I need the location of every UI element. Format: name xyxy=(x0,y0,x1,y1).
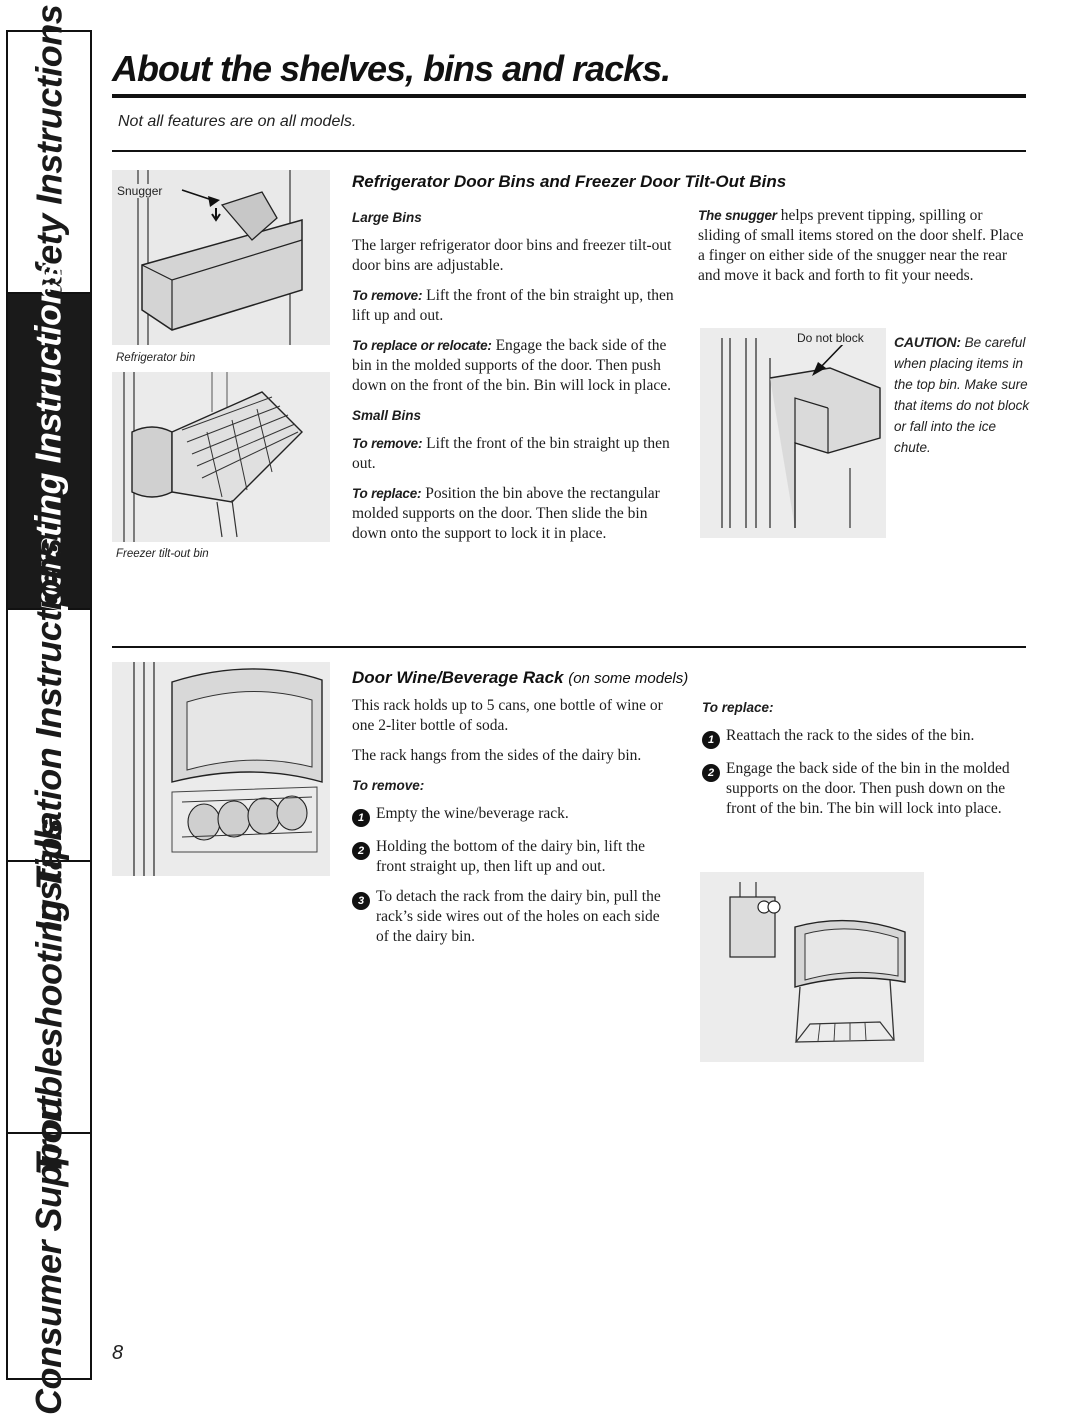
heading-note: (on some models) xyxy=(568,670,689,687)
freezer-tilt-out-bin-illustration xyxy=(112,372,330,542)
refrigerator-bin-illustration xyxy=(112,170,330,345)
large-bins-heading: Large Bins xyxy=(352,210,422,225)
step-number-badge: 1 xyxy=(702,731,720,749)
wine-rack-replace-column: To replace: 1 Reattach the rack to the s… xyxy=(702,698,1022,829)
caution-note: CAUTION: Be careful when placing items i… xyxy=(894,332,1034,458)
page-number: 8 xyxy=(112,1342,124,1364)
to-replace-heading: To replace: xyxy=(702,700,774,715)
section-heading-wine-rack: Door Wine/Beverage Rack (on some models) xyxy=(352,668,688,688)
instruction-text: Position the bin above the rectangular m… xyxy=(352,485,660,542)
door-bins-text-column: Large Bins The larger refrigerator door … xyxy=(352,208,674,554)
lead-label: To replace or relocate: xyxy=(352,338,492,353)
small-bins-remove-instruction: To remove: Lift the front of the bin str… xyxy=(352,434,674,474)
step-number-badge: 2 xyxy=(702,764,720,782)
lead-label: To remove: xyxy=(352,436,423,451)
title-divider xyxy=(112,94,1026,98)
tab-label: Consumer Support xyxy=(28,1096,70,1415)
remove-step: 2 Holding the bottom of the dairy bin, l… xyxy=(352,837,676,877)
wine-rack-remove-column: This rack holds up to 5 cans, one bottle… xyxy=(352,696,676,957)
section-divider xyxy=(112,646,1026,648)
ice-chute-illustration xyxy=(700,328,886,538)
caution-text: Be careful when placing items in the top… xyxy=(894,335,1030,455)
do-not-block-callout-label: Do not block xyxy=(797,331,864,345)
tab-operating-instructions[interactable]: Operating Instructions xyxy=(8,263,90,639)
step-number-badge: 3 xyxy=(352,892,370,910)
snugger-description: The snugger helps prevent tipping, spill… xyxy=(698,206,1024,286)
remove-step: 3 To detach the rack from the dairy bin,… xyxy=(352,887,676,947)
wine-rack-intro-1: This rack holds up to 5 cans, one bottle… xyxy=(352,697,663,734)
description-text: helps prevent tipping, spilling or slidi… xyxy=(698,207,1024,284)
wine-rack-illustration xyxy=(112,662,330,876)
page-subtitle: Not all features are on all models. xyxy=(118,113,357,130)
step-text: Engage the back side of the bin in the m… xyxy=(726,760,1010,817)
step-number-badge: 1 xyxy=(352,809,370,827)
small-bins-replace-instruction: To replace: Position the bin above the r… xyxy=(352,484,674,544)
step-text: Holding the bottom of the dairy bin, lif… xyxy=(376,838,646,875)
step-number-badge: 2 xyxy=(352,842,370,860)
lead-label: To remove: xyxy=(352,288,423,303)
replace-step: 2 Engage the back side of the bin in the… xyxy=(702,759,1022,819)
to-remove-heading: To remove: xyxy=(352,778,425,793)
side-navigation-tabs: Safety Instructions Operating Instructio… xyxy=(6,5,92,1415)
step-text: Empty the wine/beverage rack. xyxy=(376,805,569,822)
tab-troubleshooting-tips[interactable]: Troubleshooting Tips xyxy=(8,819,90,1175)
step-text: Reattach the rack to the sides of the bi… xyxy=(726,727,975,744)
section-divider xyxy=(112,150,1026,152)
lead-label: To replace: xyxy=(352,486,422,501)
section-heading-door-bins: Refrigerator Door Bins and Freezer Door … xyxy=(352,172,787,191)
step-text: To detach the rack from the dairy bin, p… xyxy=(376,888,661,945)
caption-freezer-bin: Freezer tilt-out bin xyxy=(116,548,209,560)
page-title: About the shelves, bins and racks. xyxy=(112,48,671,89)
large-bins-remove-instruction: To remove: Lift the front of the bin str… xyxy=(352,286,674,326)
replace-step: 1 Reattach the rack to the sides of the … xyxy=(702,726,1022,749)
heading-text: Door Wine/Beverage Rack xyxy=(352,668,564,687)
caution-label: CAUTION: xyxy=(894,334,961,350)
tab-consumer-support[interactable]: Consumer Support xyxy=(8,1097,90,1415)
large-bins-replace-instruction: To replace or relocate: Engage the back … xyxy=(352,336,674,396)
instruction-text: Lift the front of the bin straight up, t… xyxy=(352,287,674,324)
dairy-bin-rack-illustration xyxy=(700,872,924,1062)
instruction-text: Lift the front of the bin straight up th… xyxy=(352,435,670,472)
snugger-text-column: The snugger helps prevent tipping, spill… xyxy=(698,206,1024,296)
large-bins-text: The larger refrigerator door bins and fr… xyxy=(352,237,672,274)
caption-refrigerator-bin: Refrigerator bin xyxy=(116,352,196,364)
snugger-callout-label: Snugger xyxy=(117,184,163,198)
lead-label: The snugger xyxy=(698,208,777,223)
tab-safety-instructions[interactable]: Safety Instructions xyxy=(8,5,90,319)
instruction-text: Engage the back side of the bin in the m… xyxy=(352,337,671,394)
remove-step: 1 Empty the wine/beverage rack. xyxy=(352,804,676,827)
small-bins-heading: Small Bins xyxy=(352,408,422,423)
tab-installation-instructions[interactable]: Installation Instructions xyxy=(8,538,90,932)
wine-rack-intro-2: The rack hangs from the sides of the dai… xyxy=(352,747,642,764)
